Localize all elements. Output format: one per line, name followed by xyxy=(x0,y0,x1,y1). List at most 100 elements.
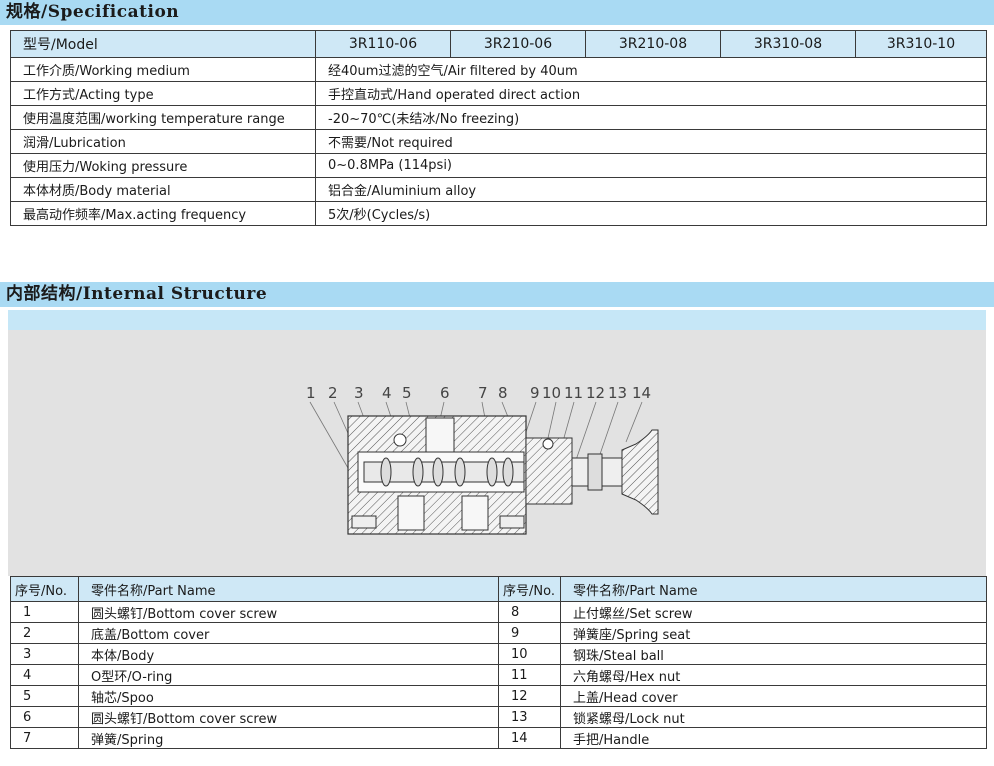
steel-ball xyxy=(542,438,554,450)
spec-table: 型号/Model 3R110-06 3R210-06 3R210-08 3R31… xyxy=(10,30,987,226)
parts-table: 序号/No. 零件名称/Part Name 序号/No. 零件名称/Part N… xyxy=(10,576,987,749)
bottom-cover-screw-right xyxy=(499,515,525,529)
model-cell: 3R110-06 xyxy=(315,30,451,58)
part-name: 锁紧螺母/Lock nut xyxy=(560,706,987,728)
part-name: 圆头螺钉/Bottom cover screw xyxy=(78,706,499,728)
part-name: 弹簧/Spring xyxy=(78,727,499,749)
table-row: 6 圆头螺钉/Bottom cover screw 13 锁紧螺母/Lock n… xyxy=(10,706,987,728)
spec-value: 手控直动式/Hand operated direct action xyxy=(315,81,987,106)
callout-number: 3 xyxy=(354,384,364,402)
screw-head xyxy=(393,433,407,447)
table-row: 1 圆头螺钉/Bottom cover screw 8 止付螺丝/Set scr… xyxy=(10,601,987,623)
callout-number: 10 xyxy=(542,384,561,402)
part-name: 本体/Body xyxy=(78,643,499,665)
part-name: 六角螺母/Hex nut xyxy=(560,664,987,686)
part-name: 轴芯/Spoo xyxy=(78,685,499,707)
callout-number: 2 xyxy=(328,384,338,402)
part-no: 2 xyxy=(10,622,79,644)
bottom-port-right xyxy=(461,495,489,531)
spec-row: 工作介质/Working medium 经40um过滤的空气/Air filte… xyxy=(10,57,987,82)
valve-cross-section-drawing: 1 2 3 4 5 6 7 8 9 10 11 12 13 14 xyxy=(306,384,659,535)
part-name: 上盖/Head cover xyxy=(560,685,987,707)
bottom-cover-screw-left xyxy=(351,515,377,529)
callout-number: 11 xyxy=(564,384,583,402)
callout-number: 4 xyxy=(382,384,392,402)
spec-section-title: 规格/Specification xyxy=(0,0,994,25)
spec-label: 最高动作频率/Max.acting frequency xyxy=(10,201,316,226)
lock-nut xyxy=(587,453,603,491)
callout-number: 9 xyxy=(530,384,540,402)
part-name: 钢珠/Steal ball xyxy=(560,643,987,665)
handle xyxy=(621,429,659,515)
spec-value: 0~0.8MPa (114psi) xyxy=(315,153,987,178)
spec-row: 使用压力/Woking pressure 0~0.8MPa (114psi) xyxy=(10,153,987,178)
table-row: 5 轴芯/Spoo 12 上盖/Head cover xyxy=(10,685,987,707)
part-no: 8 xyxy=(498,601,561,623)
model-label: 型号/Model xyxy=(10,30,316,58)
table-row: 2 底盖/Bottom cover 9 弹簧座/Spring seat xyxy=(10,622,987,644)
part-no: 7 xyxy=(10,727,79,749)
part-no: 1 xyxy=(10,601,79,623)
spec-header-row: 型号/Model 3R110-06 3R210-06 3R210-08 3R31… xyxy=(10,30,987,58)
o-rings xyxy=(380,457,514,487)
spec-value: 5次/秒(Cycles/s) xyxy=(315,201,987,226)
spec-row: 本体材质/Body material 铝合金/Aluminium alloy xyxy=(10,177,987,202)
spec-row: 最高动作频率/Max.acting frequency 5次/秒(Cycles/… xyxy=(10,201,987,226)
structure-diagram: 1 2 3 4 5 6 7 8 9 10 11 12 13 14 xyxy=(8,310,986,576)
table-row: 3 本体/Body 10 钢珠/Steal ball xyxy=(10,643,987,665)
part-no: 10 xyxy=(498,643,561,665)
model-cell: 3R310-10 xyxy=(855,30,987,58)
col-no-header: 序号/No. xyxy=(10,576,79,602)
part-name: 圆头螺钉/Bottom cover screw xyxy=(78,601,499,623)
col-name-header: 零件名称/Part Name xyxy=(78,576,499,602)
spec-row: 使用温度范围/working temperature range -20~70℃… xyxy=(10,105,987,130)
table-row: 4 O型环/O-ring 11 六角螺母/Hex nut xyxy=(10,664,987,686)
part-no: 11 xyxy=(498,664,561,686)
col-no-header: 序号/No. xyxy=(498,576,561,602)
spec-value: -20~70℃(未结冰/No freezing) xyxy=(315,105,987,130)
part-no: 3 xyxy=(10,643,79,665)
spec-value: 经40um过滤的空气/Air filtered by 40um xyxy=(315,57,987,82)
spec-label: 工作方式/Acting type xyxy=(10,81,316,106)
part-no: 6 xyxy=(10,706,79,728)
part-name: 底盖/Bottom cover xyxy=(78,622,499,644)
col-name-header: 零件名称/Part Name xyxy=(560,576,987,602)
structure-section-title: 内部结构/Internal Structure xyxy=(0,282,994,307)
callout-labels: 1 2 3 4 5 6 7 8 9 10 11 12 13 14 xyxy=(306,384,651,402)
callout-number: 6 xyxy=(440,384,450,402)
spec-label: 润滑/Lubrication xyxy=(10,129,316,154)
spec-label: 使用压力/Woking pressure xyxy=(10,153,316,178)
callout-number: 12 xyxy=(586,384,605,402)
callout-number: 13 xyxy=(608,384,627,402)
part-no: 5 xyxy=(10,685,79,707)
spool xyxy=(363,461,525,483)
top-port xyxy=(425,417,455,453)
diagram-header-band xyxy=(8,310,986,330)
spec-value: 不需要/Not required xyxy=(315,129,987,154)
spec-value: 铝合金/Aluminium alloy xyxy=(315,177,987,202)
bottom-port-left xyxy=(397,495,425,531)
spec-label: 本体材质/Body material xyxy=(10,177,316,202)
model-cell: 3R210-06 xyxy=(450,30,586,58)
callout-number: 5 xyxy=(402,384,412,402)
callout-number: 14 xyxy=(632,384,651,402)
part-no: 14 xyxy=(498,727,561,749)
spec-row: 润滑/Lubrication 不需要/Not required xyxy=(10,129,987,154)
part-no: 4 xyxy=(10,664,79,686)
part-no: 13 xyxy=(498,706,561,728)
callout-number: 1 xyxy=(306,384,316,402)
part-name: 弹簧座/Spring seat xyxy=(560,622,987,644)
spec-row: 工作方式/Acting type 手控直动式/Hand operated dir… xyxy=(10,81,987,106)
spec-label: 使用温度范围/working temperature range xyxy=(10,105,316,130)
table-row: 7 弹簧/Spring 14 手把/Handle xyxy=(10,727,987,749)
model-cell: 3R210-08 xyxy=(585,30,721,58)
callout-number: 8 xyxy=(498,384,508,402)
part-no: 12 xyxy=(498,685,561,707)
part-name: O型环/O-ring xyxy=(78,664,499,686)
callout-number: 7 xyxy=(478,384,488,402)
spec-label: 工作介质/Working medium xyxy=(10,57,316,82)
part-no: 9 xyxy=(498,622,561,644)
model-cell: 3R310-08 xyxy=(720,30,856,58)
parts-header-row: 序号/No. 零件名称/Part Name 序号/No. 零件名称/Part N… xyxy=(10,576,987,602)
part-name: 止付螺丝/Set screw xyxy=(560,601,987,623)
